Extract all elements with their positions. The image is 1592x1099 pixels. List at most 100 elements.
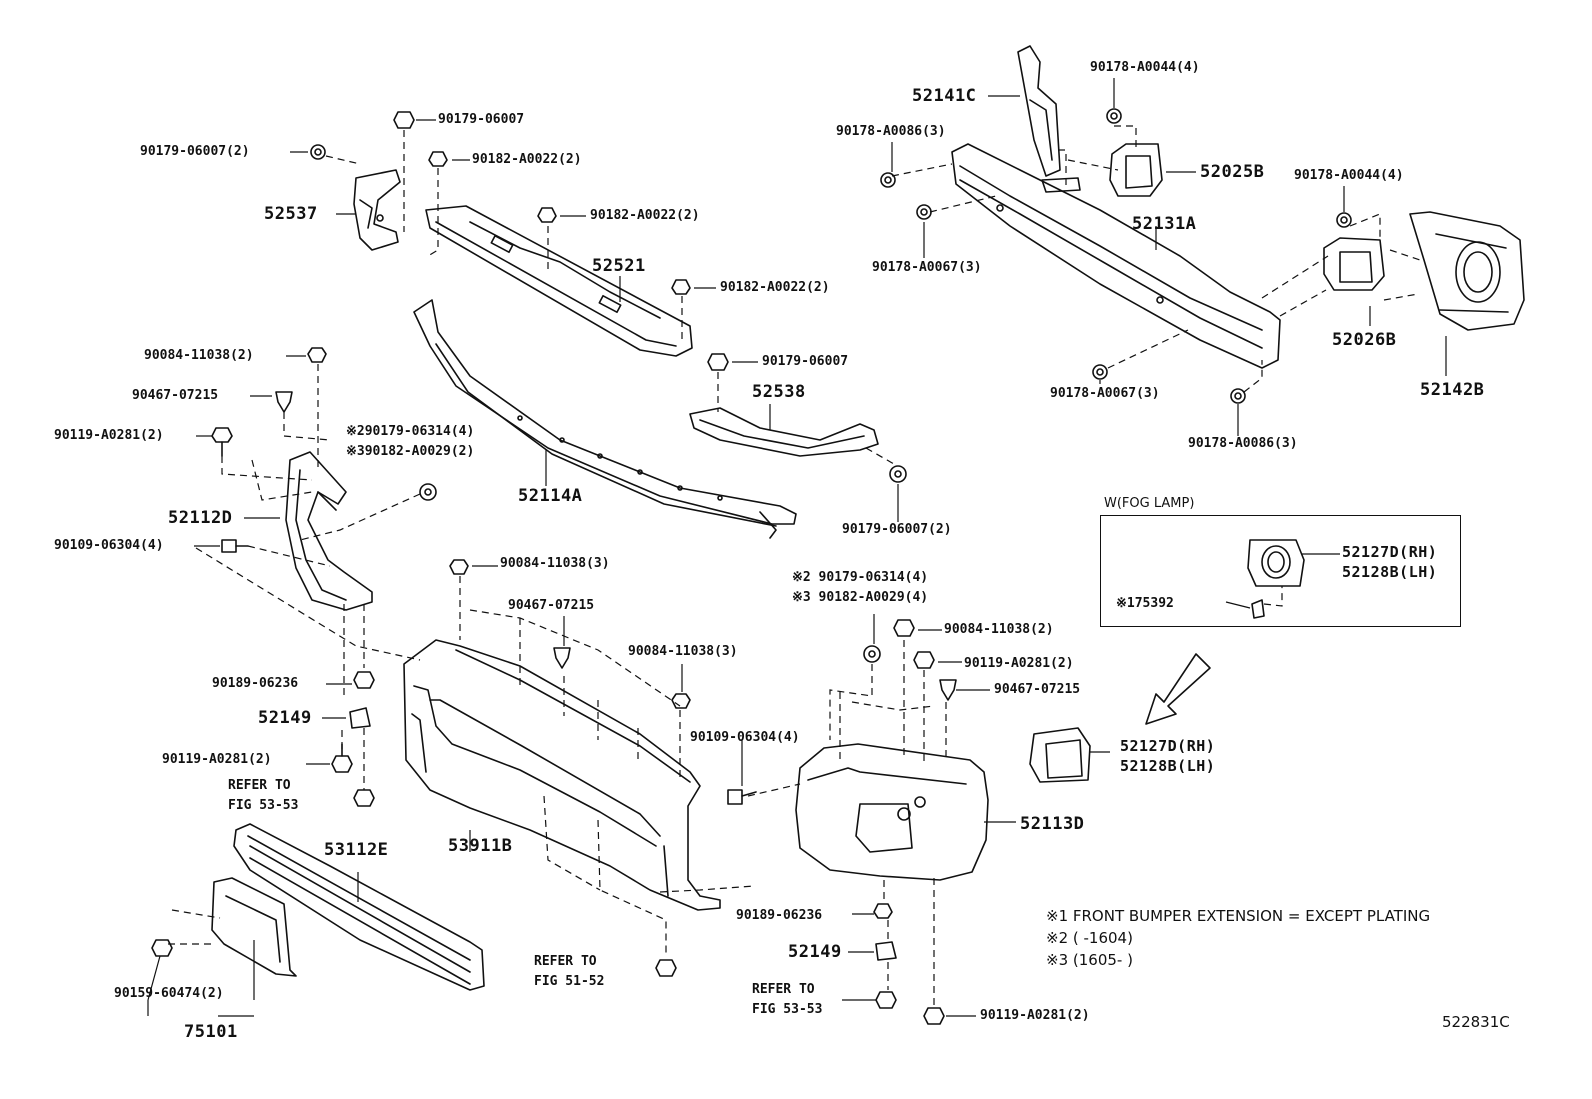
clip-icon [275, 391, 293, 413]
label-90084-11038-2: 90084-11038(2) [144, 348, 254, 363]
label-note2-90179-06314-4: ※290179-06314(4) [346, 424, 475, 439]
label-note1-175392: ※175392 [1116, 596, 1174, 611]
bolt-icon [393, 111, 415, 129]
nut-icon [916, 204, 932, 220]
label-90178-a0067-3: 90178-A0067(3) [872, 260, 982, 275]
label-refer-to: REFER TO [228, 778, 291, 793]
label-90189-06236: 90189-06236 [212, 676, 299, 691]
bolt-icon [707, 353, 729, 371]
label-90084-11038-3: 90084-11038(3) [628, 644, 738, 659]
label-90179-06007-2: 90179-06007(2) [140, 144, 250, 159]
label-52114a: 52114A [518, 486, 583, 506]
nut-icon [310, 144, 326, 160]
bolt-icon [449, 559, 469, 575]
nut-icon [1230, 388, 1246, 404]
label-90182-a0022-2: 90182-A0022(2) [590, 208, 700, 223]
label-90119-a0281-2: 90119-A0281(2) [980, 1008, 1090, 1023]
reinforcement-52131a [951, 143, 1281, 369]
label-refer-to: REFER TO [752, 982, 815, 997]
clip-icon [939, 679, 957, 701]
assembly-lines [168, 125, 1421, 1006]
label-90467-07215: 90467-07215 [132, 388, 219, 403]
reinforcement-52521 [425, 205, 693, 357]
screw-icon [727, 789, 757, 805]
label-52113d: 52113D [1020, 814, 1085, 834]
fog-lamp-cover-box [1247, 539, 1305, 587]
label-90179-06007: 90179-06007 [762, 354, 849, 369]
bracket-52149-left [349, 707, 371, 729]
label-52537: 52537 [264, 204, 318, 224]
clip-icon [1251, 599, 1265, 619]
label-90467-07215: 90467-07215 [508, 598, 595, 613]
nut-icon [1106, 108, 1122, 124]
label-90189-06236: 90189-06236 [736, 908, 823, 923]
direction-arrow-icon [1145, 653, 1211, 725]
label-note3-90182-a0029-4: ※3 90182-A0029(4) [792, 590, 929, 605]
label-90159-60474-2: 90159-60474(2) [114, 986, 224, 1001]
label-52149: 52149 [788, 942, 842, 962]
label-90178-a0086-3: 90178-A0086(3) [836, 124, 946, 139]
nut-icon [889, 465, 907, 483]
label-note3-90182-a0029-2: ※390182-A0029(2) [346, 444, 475, 459]
fog-lamp-cover [1029, 727, 1091, 783]
bolt-icon [913, 651, 935, 669]
clip-icon [553, 647, 571, 669]
label-53112e: 53112E [324, 840, 389, 860]
nut-icon [419, 483, 437, 501]
retainer-52114a [413, 299, 797, 539]
bolt-icon [307, 347, 327, 363]
nut-icon [1092, 364, 1108, 380]
bolt-icon [893, 619, 915, 637]
label-90179-06007-2: 90179-06007(2) [842, 522, 952, 537]
label-53911b: 53911B [448, 836, 513, 856]
bolt-icon [353, 789, 375, 807]
bolt-icon [923, 1007, 945, 1025]
nut-icon [880, 172, 896, 188]
bolt-icon [537, 207, 557, 223]
label-52131a: 52131A [1132, 214, 1197, 234]
bracket-52141c [1017, 45, 1081, 193]
label-52128b-lh: 52128B(LH) [1342, 563, 1438, 581]
note-3: ※3 (1605- ) [1046, 951, 1133, 969]
bracket-52538 [689, 407, 879, 457]
bolt-icon [428, 151, 448, 167]
label-52127d-rh: 52127D(RH) [1342, 543, 1438, 561]
fog-lamp-box [1100, 515, 1461, 627]
bumper-cover-53911b [403, 639, 721, 911]
license-plate-bracket-75101 [211, 877, 297, 977]
label-fig-53-53: FIG 53-53 [228, 798, 299, 813]
bolt-icon [873, 903, 893, 919]
label-52112d: 52112D [168, 508, 233, 528]
label-refer-to: REFER TO [534, 954, 597, 969]
label-52025b: 52025B [1200, 162, 1265, 182]
note-1: ※1 FRONT BUMPER EXTENSION = EXCEPT PLATI… [1046, 907, 1431, 925]
label-52026b: 52026B [1332, 330, 1397, 350]
label-note2-90179-06314-4: ※2 90179-06314(4) [792, 570, 929, 585]
label-90178-a0044-4: 90178-A0044(4) [1090, 60, 1200, 75]
nut-icon [1336, 212, 1352, 228]
label-52149: 52149 [258, 708, 312, 728]
label-52521: 52521 [592, 256, 646, 276]
label-90119-a0281-2: 90119-A0281(2) [54, 428, 164, 443]
label-90109-06304-4: 90109-06304(4) [54, 538, 164, 553]
label-fig-51-52: FIG 51-52 [534, 974, 605, 989]
bracket-52026b [1323, 237, 1385, 291]
leader-lines [147, 78, 1447, 1017]
bracket-52025b [1109, 143, 1163, 197]
bolt-icon [671, 693, 691, 709]
extension-52142b [1409, 211, 1525, 331]
bracket-52537 [353, 169, 401, 251]
label-90109-06304-4: 90109-06304(4) [690, 730, 800, 745]
label-52127d-rh: 52127D(RH) [1120, 737, 1216, 755]
label-90467-07215: 90467-07215 [994, 682, 1081, 697]
label-75101: 75101 [184, 1022, 238, 1042]
label-90178-a0086-3: 90178-A0086(3) [1188, 436, 1298, 451]
nut-icon [863, 645, 881, 663]
label-90178-a0067-3: 90178-A0067(3) [1050, 386, 1160, 401]
grille-53112e [233, 823, 485, 991]
bolt-icon [211, 427, 233, 457]
label-90178-a0044-4: 90178-A0044(4) [1294, 168, 1404, 183]
label-90084-11038-3: 90084-11038(3) [500, 556, 610, 571]
